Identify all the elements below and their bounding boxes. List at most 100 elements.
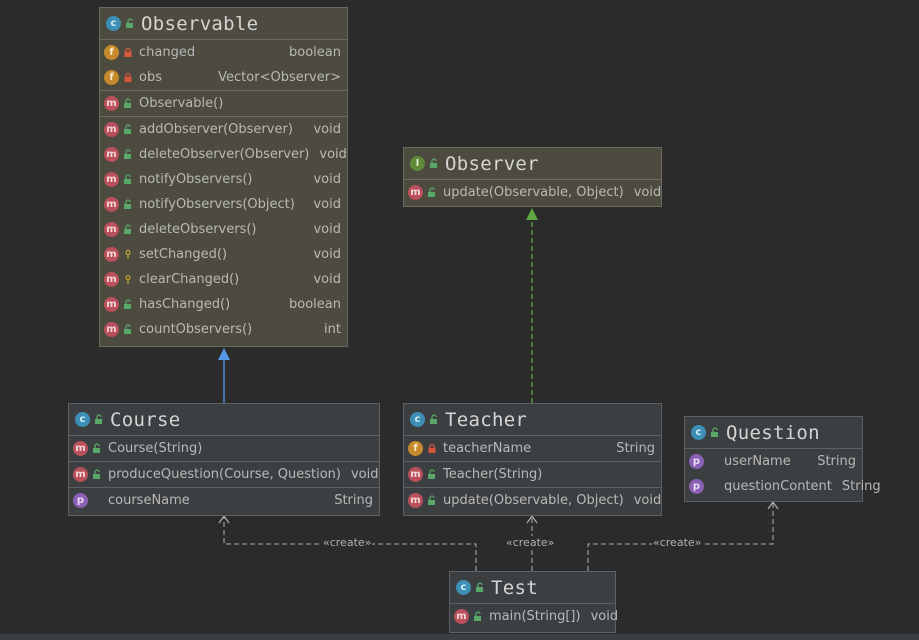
public-unlock-icon <box>124 124 131 134</box>
member-name: produceQuestion(Course, Question) <box>108 467 341 482</box>
public-unlock-icon <box>126 18 133 28</box>
method-icon: m <box>73 441 88 456</box>
method-icon: m <box>104 322 119 337</box>
public-unlock-icon <box>476 582 483 592</box>
bottom-scrollbar[interactable] <box>0 634 919 640</box>
implements-arrowhead <box>526 208 538 220</box>
interface-icon: I <box>410 156 425 171</box>
member-type: void <box>633 493 662 508</box>
create-question-line <box>587 503 774 571</box>
member-name: obs <box>139 70 162 85</box>
method-icon: m <box>73 467 88 482</box>
method-icon: m <box>104 122 119 137</box>
public-unlock-icon <box>124 174 131 184</box>
create-course-label: «create» <box>322 536 373 549</box>
class-header[interactable]: c Question <box>685 417 862 449</box>
class-header[interactable]: I Observer <box>404 148 661 180</box>
member-name: update(Observable, Object) <box>443 185 624 200</box>
member-name: countObservers() <box>139 322 253 337</box>
class-name: Observer <box>445 152 539 175</box>
member-name: deleteObservers() <box>139 222 257 237</box>
public-unlock-icon <box>430 158 437 168</box>
class-name: Question <box>726 421 820 444</box>
method-icon: m <box>454 609 469 624</box>
public-unlock-icon <box>124 98 131 108</box>
public-unlock-icon <box>124 299 131 309</box>
class-icon: c <box>410 412 425 427</box>
create-question-arrowhead <box>767 500 779 510</box>
member-row[interactable]: m Teacher(String) <box>404 462 661 487</box>
member-row[interactable]: f changed boolean <box>100 40 347 65</box>
public-unlock-icon <box>428 495 435 505</box>
member-type: void <box>313 247 341 262</box>
member-name: clearChanged() <box>139 272 240 287</box>
create-teacher-arrowhead <box>526 514 538 524</box>
protected-key-icon <box>125 249 131 259</box>
public-unlock-icon <box>93 443 100 453</box>
member-name: changed <box>139 45 196 60</box>
member-type: void <box>313 272 341 287</box>
member-type: boolean <box>289 45 341 60</box>
member-name: Teacher(String) <box>443 467 543 482</box>
public-unlock-icon <box>428 187 435 197</box>
property-icon: p <box>73 493 88 508</box>
method-icon: m <box>104 96 119 111</box>
class-icon: c <box>691 425 706 440</box>
property-icon: p <box>689 479 704 494</box>
member-name: deleteObserver(Observer) <box>139 147 310 162</box>
method-icon: m <box>408 467 423 482</box>
class-icon: c <box>106 16 121 31</box>
member-type: String <box>817 454 856 469</box>
public-unlock-icon <box>474 611 481 621</box>
public-unlock-icon <box>430 414 437 424</box>
abstract-method-icon: m <box>408 185 423 200</box>
member-type: void <box>313 197 341 212</box>
member-type: String <box>841 479 881 494</box>
member-type: Vector<Observer> <box>218 70 341 85</box>
field-icon: f <box>104 45 119 60</box>
class-name: Course <box>110 408 181 431</box>
member-name: notifyObservers() <box>139 172 253 187</box>
member-type: String <box>334 493 373 508</box>
public-unlock-icon <box>93 469 100 479</box>
member-type: boolean <box>289 297 341 312</box>
member-type: String <box>616 441 655 456</box>
member-name: userName <box>724 454 791 469</box>
member-name: main(String[]) <box>489 609 581 624</box>
private-lock-icon <box>428 443 436 453</box>
public-unlock-icon <box>428 469 435 479</box>
